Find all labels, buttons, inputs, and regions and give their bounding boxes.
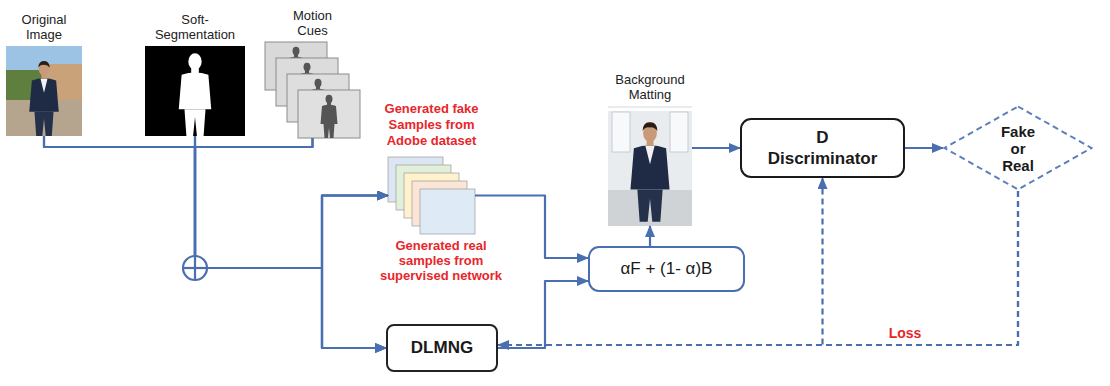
flow-arrow [692,147,740,149]
flow-arrow [475,196,588,259]
node-text: Discriminator [768,148,878,169]
image-heading: Original Image [9,12,79,42]
sample-stack-node: Generated fake Samples from Adobe datase… [388,157,475,234]
feedback-arrow [498,191,1018,345]
node-text: Fake or Real [993,123,1043,174]
feedback-arrow [823,178,1019,345]
motion-frames [265,42,360,138]
flow-arrow [905,147,943,149]
node-text: αF + (1- α)B [621,259,713,279]
node-text: DLMNG [411,338,473,358]
image-heading: Generated fake Samples from Adobe datase… [372,101,492,149]
input-image: Original Image [6,46,82,136]
decision-diamond: Fake or Real [943,105,1093,191]
image-heading: Motion Cues [283,8,343,38]
image-heading: Background Matting [610,72,690,102]
motion-cues-image: Motion Cues [265,42,360,138]
discriminator-box: DDiscriminator [740,118,905,178]
annotation-text: Generated real samples from supervised n… [376,238,506,283]
node-text: D [816,127,828,148]
matting-photo [608,106,692,226]
flow-arrow [195,138,386,348]
segmentation-mask [145,46,245,136]
flow-arrow [44,136,388,268]
flow-arrow [498,281,588,348]
sample-stack [388,157,475,234]
flow-arrow [44,136,386,348]
flow-arrow [649,226,651,246]
segmentation-image: Soft-Segmentation [145,46,245,136]
composite-formula-box: αF + (1- α)B [588,246,745,292]
matting-image: Background Matting [608,106,692,226]
original-photo [6,46,82,136]
image-heading: Soft-Segmentation [150,12,240,42]
diamond-shape [945,107,1092,190]
flow-arrow [195,138,388,268]
generator-box: DLMNG [386,324,498,372]
flow-arrow [195,136,388,268]
edge-label: Loss [886,325,925,341]
flow-arrow [195,136,386,348]
